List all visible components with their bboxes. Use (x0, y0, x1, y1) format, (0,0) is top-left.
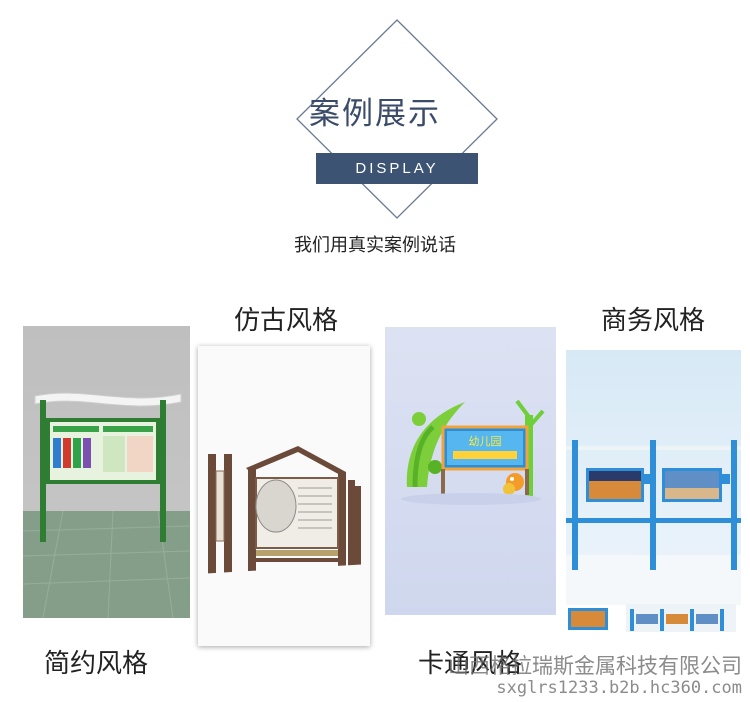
antique-board-illustration (198, 446, 370, 646)
watermark-company: 山西格拉瑞斯金属科技有限公司 (448, 654, 742, 678)
card-simple-style[interactable] (23, 326, 190, 618)
label-business-style: 商务风格 (601, 306, 706, 336)
label-cartoon-style: 卡通风格 (418, 649, 523, 679)
cartoon-sign-text: 幼儿园 (469, 435, 502, 448)
section-tagline: 我们用真实案例说话 (294, 235, 456, 256)
business-board-illustration (566, 440, 741, 605)
card-business-style[interactable] (566, 350, 741, 605)
watermark-url: sxglrs1233.b2b.hc360.com (496, 678, 742, 698)
simple-board-illustration (23, 392, 190, 618)
card-antique-style[interactable] (198, 346, 370, 646)
header-diamond-frame (296, 19, 498, 219)
card-cartoon-style[interactable]: 幼儿园 (385, 327, 556, 615)
watermark: 山西格拉瑞斯金属科技有限公司 sxglrs1233.b2b.hc360.com (448, 656, 742, 699)
label-antique-style: 仿古风格 (234, 306, 339, 336)
business-thumbnails (568, 604, 736, 632)
label-simple-style: 简约风格 (44, 649, 149, 679)
display-banner: DISPLAY (316, 153, 478, 184)
cartoon-board-illustration: 幼儿园 (401, 399, 545, 505)
section-title: 案例展示 (309, 96, 441, 132)
